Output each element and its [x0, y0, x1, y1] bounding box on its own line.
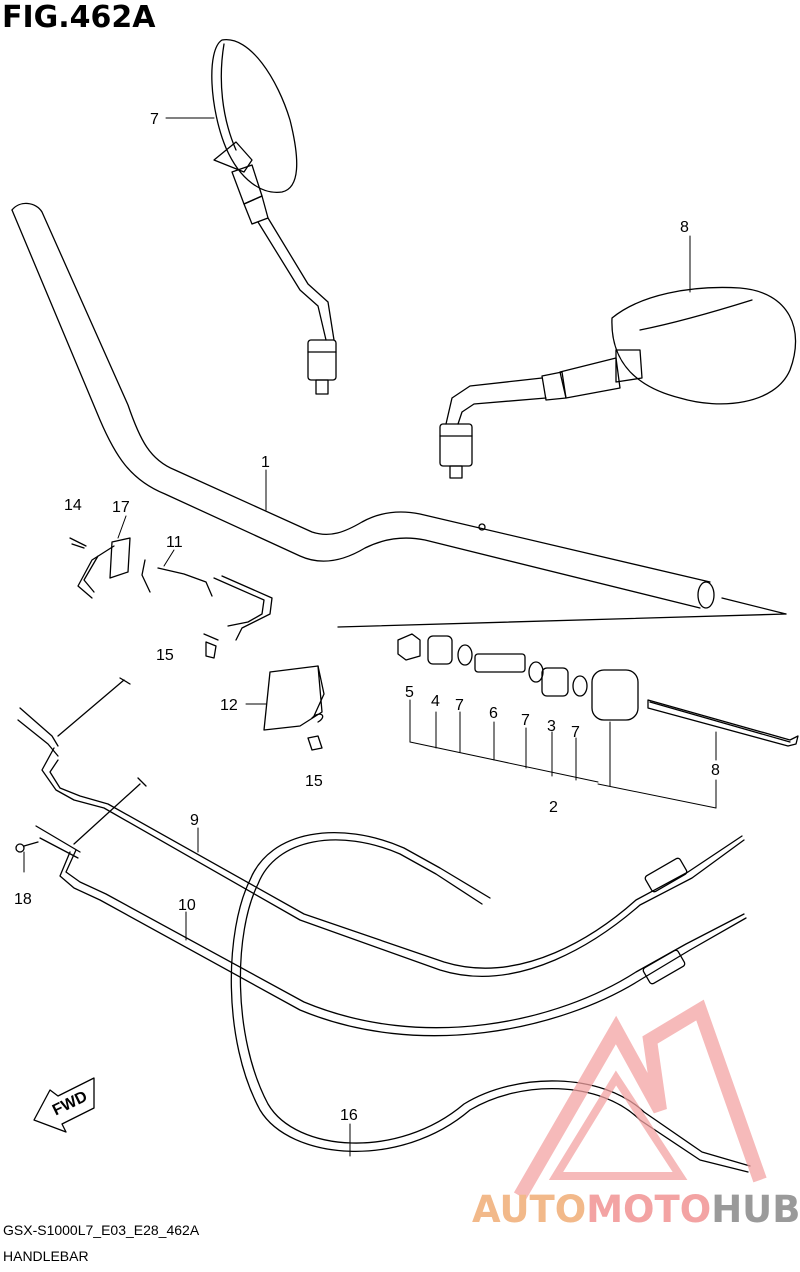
- callout-15-mid: 15: [156, 647, 174, 664]
- callout-6: 6: [489, 705, 498, 722]
- callout-13: 11: [166, 534, 183, 551]
- callout-17: 17: [112, 499, 130, 516]
- callout-15-low: 15: [305, 773, 323, 790]
- left-mirror: [211, 39, 337, 395]
- handlebar-weight-assembly: [397, 633, 799, 747]
- handlebar: [11, 202, 787, 628]
- throttle-cables: [15, 677, 747, 1037]
- callout-11: 9: [190, 812, 199, 829]
- callout-14: 12: [220, 697, 238, 714]
- callout-7-a: 7: [455, 697, 464, 714]
- callout-15-top: 14: [64, 497, 82, 514]
- cable-clamp-brackets: [69, 537, 273, 659]
- callout-12: 10: [178, 897, 196, 914]
- fwd-arrow-shape: [33, 1077, 95, 1133]
- callout-labels: 7 8 1 14 17 11 15 12 15 5 4 7 6 7 3 7 8 …: [14, 111, 720, 1124]
- right-mirror: [439, 286, 797, 479]
- watermark-text: AUTOMOTOHUB: [472, 1188, 800, 1231]
- callout-4: 4: [431, 693, 440, 710]
- callout-9: 7: [150, 111, 159, 128]
- callout-16: 16: [340, 1107, 358, 1124]
- model-code: GSX-S1000L7_E03_E28_462A: [3, 1222, 200, 1238]
- figure-name: HANDLEBAR: [3, 1248, 89, 1264]
- callout-8: 8: [711, 762, 720, 779]
- figure-title: FIG.462A: [2, 0, 156, 35]
- callout-7-c: 7: [571, 724, 580, 741]
- fwd-label: FWD: [50, 1088, 90, 1119]
- callout-18: 18: [14, 891, 32, 908]
- callout-3: 3: [547, 718, 556, 735]
- callout-7-b: 7: [521, 712, 530, 729]
- watermark-logo-graphic: [513, 999, 767, 1200]
- leader-lines: [23, 117, 717, 1157]
- callout-2: 2: [549, 799, 558, 816]
- callout-1: 1: [261, 454, 270, 471]
- cable-guide-bracket: [263, 665, 325, 751]
- clutch-cable: [230, 831, 751, 1173]
- callout-10: 8: [680, 219, 689, 236]
- callout-5: 5: [405, 684, 414, 701]
